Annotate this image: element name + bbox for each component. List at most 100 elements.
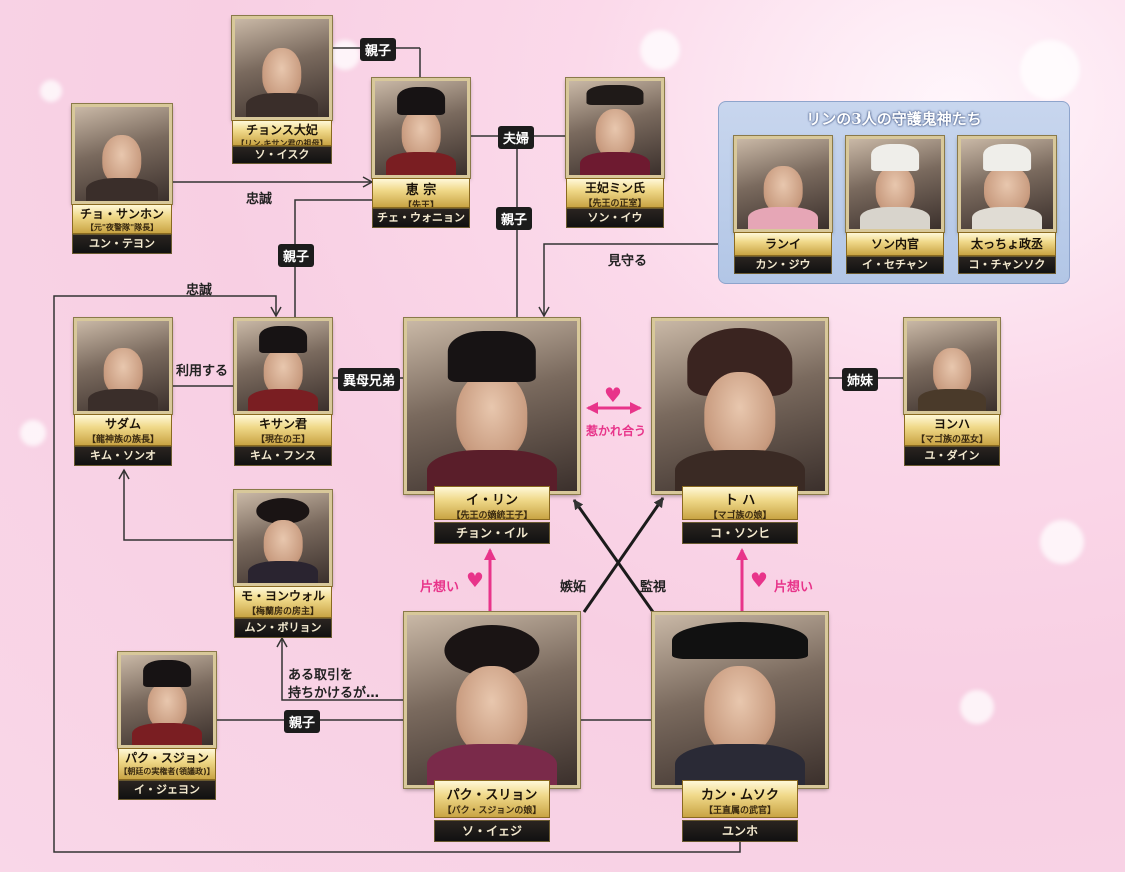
character-card-sadam[interactable]: サダム 【龍神族の族長】 キム・ソンオ bbox=[73, 317, 173, 466]
character-role: 【リン,キサン君の祖母】 bbox=[236, 139, 328, 146]
character-name: チョンス大妃 bbox=[246, 123, 318, 137]
relation-tag-oyako: 親子 bbox=[278, 244, 315, 267]
character-role: 【先王】 bbox=[402, 201, 439, 208]
portrait bbox=[231, 15, 333, 121]
sparkle bbox=[40, 80, 62, 102]
guardian-card-son[interactable]: ソン内官 イ・セチャン bbox=[845, 135, 945, 274]
character-name: パク・スジョン bbox=[125, 751, 209, 765]
character-name: イ・リン bbox=[465, 493, 518, 508]
character-role: 【龍神族の族長】 bbox=[86, 435, 159, 445]
name-plate: チョンス大妃 【リン,キサン君の祖母】 bbox=[232, 120, 332, 146]
character-card-rin[interactable]: イ・リン 【先王の嫡統王子】 チョン・イル bbox=[403, 317, 581, 546]
character-name: パク・スリョン bbox=[446, 788, 538, 803]
portrait bbox=[371, 77, 471, 179]
relation-tag-oyako: 親子 bbox=[284, 710, 321, 733]
actor-name: ソン・イウ bbox=[566, 208, 664, 228]
relation-label-kanshi: 監視 bbox=[640, 580, 667, 595]
relation-tag-fufu: 夫婦 bbox=[498, 126, 535, 149]
name-plate: サダム 【龍神族の族長】 bbox=[74, 414, 172, 446]
actor-name: ユンホ bbox=[682, 820, 798, 842]
guardians-title: リンの3人の守護鬼神たち bbox=[806, 110, 982, 128]
guardian-name: ソン内官 bbox=[870, 237, 919, 251]
sparkle bbox=[960, 690, 994, 724]
portrait bbox=[233, 489, 333, 587]
name-plate: ト ハ 【マゴ族の娘】 bbox=[682, 486, 798, 520]
character-card-jeonsu[interactable]: チョンス大妃 【リン,キサン君の祖母】 ソ・イスク bbox=[231, 15, 333, 164]
character-role: 【梅蘭房の房主】 bbox=[246, 607, 319, 617]
character-name: キサン君 bbox=[258, 417, 307, 431]
guardian-card-rani[interactable]: ランイ カン・ジウ bbox=[733, 135, 833, 274]
character-role: 【現在の王】 bbox=[255, 435, 310, 445]
guardian-name: 太っちょ政丞 bbox=[970, 237, 1043, 251]
portrait bbox=[117, 651, 217, 749]
character-card-kisan[interactable]: キサン君 【現在の王】 キム・フンス bbox=[233, 317, 333, 466]
actor-name: イ・ジェヨン bbox=[118, 780, 216, 800]
name-plate: イ・リン 【先王の嫡統王子】 bbox=[434, 486, 550, 520]
character-card-moyon[interactable]: モ・ヨンウォル 【梅蘭房の房主】 ムン・ボリョン bbox=[233, 489, 333, 638]
relation-label-hikareau: 惹かれ合う bbox=[586, 424, 647, 438]
character-card-sanhon[interactable]: チョ・サンホン 【元"夜警隊"隊長】 ユン・テヨン bbox=[71, 103, 173, 254]
character-name: 恵 宗 bbox=[405, 183, 437, 198]
character-card-yonha[interactable]: ヨンハ 【マゴ族の巫女】 ユ・ダイン bbox=[903, 317, 1001, 466]
portrait bbox=[651, 611, 829, 789]
name-plate: ヨンハ 【マゴ族の巫女】 bbox=[904, 414, 1000, 446]
character-role: 【パク・スジョンの娘】 bbox=[442, 806, 542, 816]
character-role: 【先王の正室】 bbox=[583, 199, 647, 208]
portrait bbox=[733, 135, 833, 233]
name-plate: ソン内官 bbox=[846, 232, 944, 256]
guardian-name: ランイ bbox=[764, 237, 801, 251]
character-role: 【マゴ族の娘】 bbox=[708, 511, 772, 520]
character-name: カン・ムソク bbox=[700, 788, 779, 803]
relation-label-kataomoi: 片想い bbox=[774, 580, 814, 595]
character-card-sujon[interactable]: パク・スジョン 【朝廷の実権者(領議政)】 イ・ジェヨン bbox=[117, 651, 217, 800]
name-plate: カン・ムソク 【王直属の武官】 bbox=[682, 780, 798, 818]
relation-label-kataomoi: 片想い bbox=[420, 580, 460, 595]
character-card-toha[interactable]: ト ハ 【マゴ族の娘】 コ・ソンヒ bbox=[651, 317, 829, 546]
relation-label-shitto: 嫉妬 bbox=[560, 580, 587, 595]
actor-name: ソ・イスク bbox=[232, 146, 332, 164]
guardian-card-futoccho[interactable]: 太っちょ政丞 コ・チャンソク bbox=[957, 135, 1057, 274]
portrait bbox=[565, 77, 665, 179]
relation-label-torihiki-2: 持ちかけるが… bbox=[288, 686, 380, 701]
relation-label-riyou: 利用する bbox=[176, 364, 229, 379]
sparkle bbox=[640, 30, 680, 70]
portrait bbox=[903, 317, 1001, 415]
actor-name: ソ・イェジ bbox=[434, 820, 550, 842]
sparkle bbox=[1020, 40, 1080, 100]
actor-name: イ・セチャン bbox=[846, 256, 944, 274]
character-role: 【王直属の武官】 bbox=[703, 806, 776, 816]
sparkle bbox=[20, 420, 46, 446]
portrait bbox=[73, 317, 173, 415]
actor-name: キム・フンス bbox=[234, 446, 332, 466]
portrait bbox=[957, 135, 1057, 233]
relation-tag-oyako: 親子 bbox=[360, 38, 397, 61]
name-plate: モ・ヨンウォル 【梅蘭房の房主】 bbox=[234, 586, 332, 618]
name-plate: チョ・サンホン 【元"夜警隊"隊長】 bbox=[72, 204, 172, 234]
character-name: チョ・サンホン bbox=[79, 207, 164, 221]
relation-tag-shimai: 姉妹 bbox=[842, 368, 879, 391]
character-card-minshi[interactable]: 王妃ミン氏 【先王の正室】 ソン・イウ bbox=[565, 77, 665, 228]
actor-name: チェ・ウォニョン bbox=[372, 208, 470, 228]
portrait bbox=[233, 317, 333, 415]
portrait bbox=[651, 317, 829, 495]
relation-label-chusei: 忠誠 bbox=[246, 192, 273, 207]
name-plate: 恵 宗 【先王】 bbox=[372, 178, 470, 208]
character-card-suryon[interactable]: パク・スリョン 【パク・スジョンの娘】 ソ・イェジ bbox=[403, 611, 581, 844]
heart-icon: ♥ bbox=[466, 568, 484, 592]
actor-name: ユン・テヨン bbox=[72, 234, 172, 254]
character-name: 王妃ミン氏 bbox=[584, 181, 645, 195]
character-card-musok[interactable]: カン・ムソク 【王直属の武官】 ユンホ bbox=[651, 611, 829, 844]
character-card-heijong[interactable]: 恵 宗 【先王】 チェ・ウォニョン bbox=[371, 77, 471, 228]
portrait bbox=[845, 135, 945, 233]
character-role: 【元"夜警隊"隊長】 bbox=[85, 223, 159, 232]
actor-name: キム・ソンオ bbox=[74, 446, 172, 466]
relation-label-mimamoru: 見守る bbox=[608, 254, 648, 269]
character-role: 【先王の嫡統王子】 bbox=[451, 511, 533, 520]
actor-name: コ・チャンソク bbox=[958, 256, 1056, 274]
name-plate: キサン君 【現在の王】 bbox=[234, 414, 332, 446]
heart-icon: ♥ bbox=[750, 568, 768, 592]
sparkle bbox=[1040, 520, 1084, 564]
portrait bbox=[403, 611, 581, 789]
actor-name: ムン・ボリョン bbox=[234, 618, 332, 638]
name-plate: 王妃ミン氏 【先王の正室】 bbox=[566, 178, 664, 208]
